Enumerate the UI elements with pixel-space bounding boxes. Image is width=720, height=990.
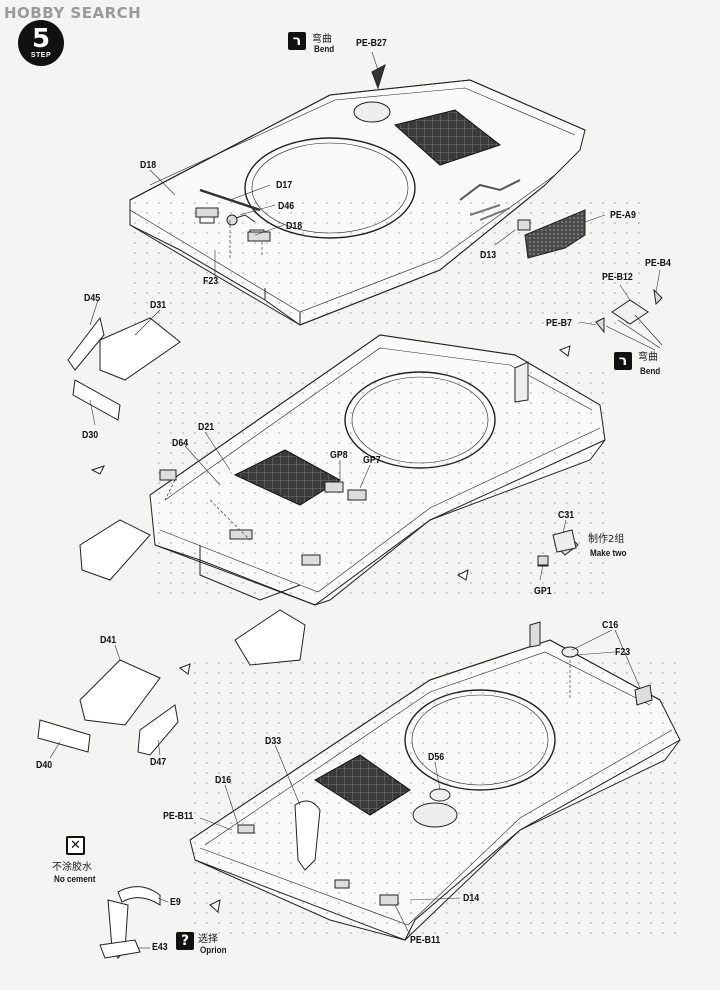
make-two-en: Make two — [590, 548, 627, 558]
label-d31: D31 — [150, 300, 167, 311]
part-c31-gp1 — [537, 529, 577, 566]
hull-middle — [149, 334, 610, 606]
flow-arrows — [90, 345, 571, 913]
label-d33: D33 — [265, 736, 282, 747]
step-word: STEP — [30, 52, 52, 59]
label-d45: D45 — [84, 293, 101, 304]
step-badge: 5 STEP — [18, 20, 64, 66]
leader-lines — [49, 51, 661, 949]
label-f23-a: F23 — [203, 276, 219, 287]
label-d30: D30 — [82, 430, 99, 441]
bend-icon: ר — [614, 352, 632, 370]
label-d40: D40 — [36, 760, 53, 771]
label-d13: D13 — [480, 250, 497, 261]
label-e9: E9 — [170, 897, 181, 908]
step-number: 5 — [31, 24, 51, 54]
option-en: Oprion — [200, 945, 227, 955]
label-pe-b4: PE-B4 — [645, 258, 671, 269]
label-d47: D47 — [150, 757, 167, 768]
label-pe-b7: PE-B7 — [546, 318, 572, 329]
label-pe-b11-b: PE-B11 — [410, 935, 441, 946]
bend-note-en-2: Bend — [640, 366, 661, 376]
label-d18-b: D18 — [286, 221, 303, 232]
label-d41: D41 — [100, 635, 117, 646]
label-f23-b: F23 — [615, 647, 631, 658]
label-gp7: GP7 — [363, 455, 381, 466]
label-gp8: GP8 — [330, 450, 348, 461]
watermark: HOBBY SEARCH — [4, 4, 142, 22]
label-pe-a9: PE-A9 — [610, 210, 636, 221]
label-d18-a: D18 — [140, 160, 157, 171]
question-box-icon: ? — [176, 932, 194, 950]
hull-bottom — [189, 621, 681, 941]
label-pe-b11-a: PE-B11 — [163, 811, 194, 822]
label-pe-b27: PE-B27 — [356, 38, 387, 49]
photo-etch-group — [595, 288, 663, 351]
label-d16: D16 — [215, 775, 232, 786]
label-e43: E43 — [152, 942, 168, 953]
label-c16: C16 — [602, 620, 619, 631]
no-cement-en: No cement — [54, 874, 96, 884]
label-d17: D17 — [276, 180, 293, 191]
label-d14: D14 — [463, 893, 480, 904]
label-d21: D21 — [198, 422, 215, 433]
label-d64: D64 — [172, 438, 189, 449]
bend-note-en: Bend — [314, 44, 335, 54]
bend-note-cn-2: 弯曲 — [638, 352, 658, 363]
side-plates-bottom — [37, 659, 179, 756]
make-two-cn: 制作2组 — [588, 534, 625, 545]
hull-top — [129, 63, 650, 330]
label-d56: D56 — [428, 752, 445, 763]
no-cement-cn: 不涂胶水 — [52, 862, 92, 873]
label-gp1: GP1 — [534, 586, 552, 597]
label-c31: C31 — [558, 510, 575, 521]
bend-note-cn: 弯曲 — [312, 34, 332, 45]
label-d46: D46 — [278, 201, 295, 212]
bend-icon: ר — [288, 32, 306, 50]
option-cn: 选择 — [198, 934, 218, 945]
part-e9-e43 — [99, 886, 161, 959]
cross-box-icon: ✕ — [66, 836, 85, 855]
label-pe-b12: PE-B12 — [602, 272, 633, 283]
